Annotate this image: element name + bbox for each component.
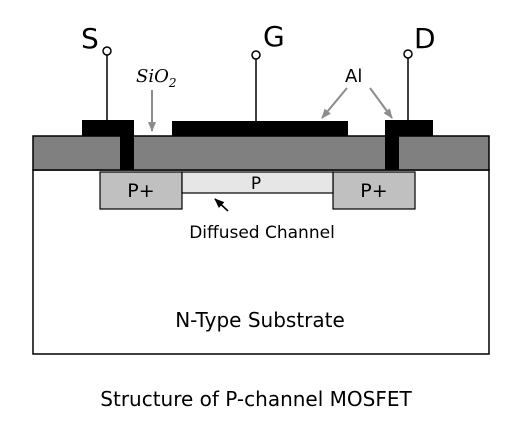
al-label: Al (345, 66, 362, 87)
gate-terminal-node (251, 50, 261, 60)
source-p-plus-region (99, 171, 183, 210)
sio2-label-subscript: 2 (168, 76, 177, 90)
drain-metal-contact (385, 120, 433, 136)
source-terminal-node (102, 46, 112, 56)
source-label: S (81, 22, 99, 55)
sio2-layer (32, 135, 490, 171)
drain-region-label: P+ (360, 180, 387, 202)
gate-label: G (263, 20, 285, 53)
sio2-label: SiO2 (136, 66, 177, 90)
gate-metal (172, 121, 348, 136)
drain-p-plus-region (332, 171, 416, 210)
source-region-label: P+ (127, 180, 154, 202)
substrate-label: N-Type Substrate (175, 308, 345, 332)
drain-terminal-node (403, 49, 413, 59)
channel-region-label: P (251, 174, 261, 194)
al-arrow-gate (321, 87, 348, 119)
diffused-p-channel (181, 171, 334, 194)
al-arrow-drain (369, 87, 393, 119)
channel-arrow (214, 198, 229, 212)
source-metal-contact (82, 120, 134, 136)
source-metal-via (120, 136, 134, 170)
figure-caption: Structure of P-channel MOSFET (100, 387, 412, 411)
drain-metal-via (385, 136, 399, 170)
drain-label: D (414, 22, 436, 55)
sio2-label-main: SiO (136, 66, 169, 87)
channel-caption: Diffused Channel (189, 223, 335, 243)
